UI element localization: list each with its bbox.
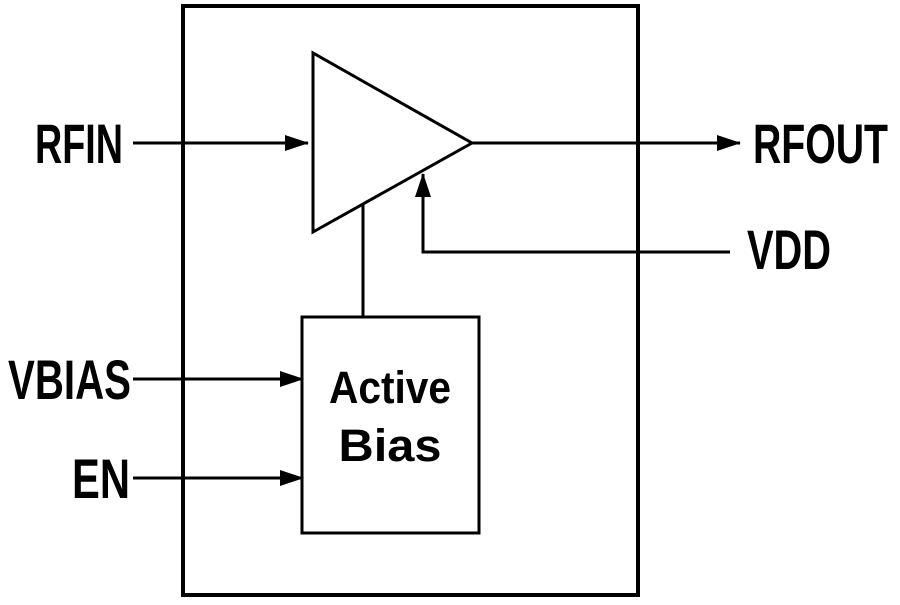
amplifier-triangle [311,50,476,235]
active-bias-label-line1: Active [329,362,451,413]
active-bias-label-line2: Bias [339,420,442,471]
pin-label-vdd: VDD [747,218,831,281]
pin-label-en: EN [72,447,130,510]
pin-label-rfout: RFOUT [753,112,888,175]
vdd-supply-line [415,173,730,254]
active-bias-box [300,315,481,535]
pin-label-rfin: RFIN [35,112,123,175]
pin-label-vbias: VBIAS [8,348,131,411]
chip-boundary-box [181,4,640,597]
